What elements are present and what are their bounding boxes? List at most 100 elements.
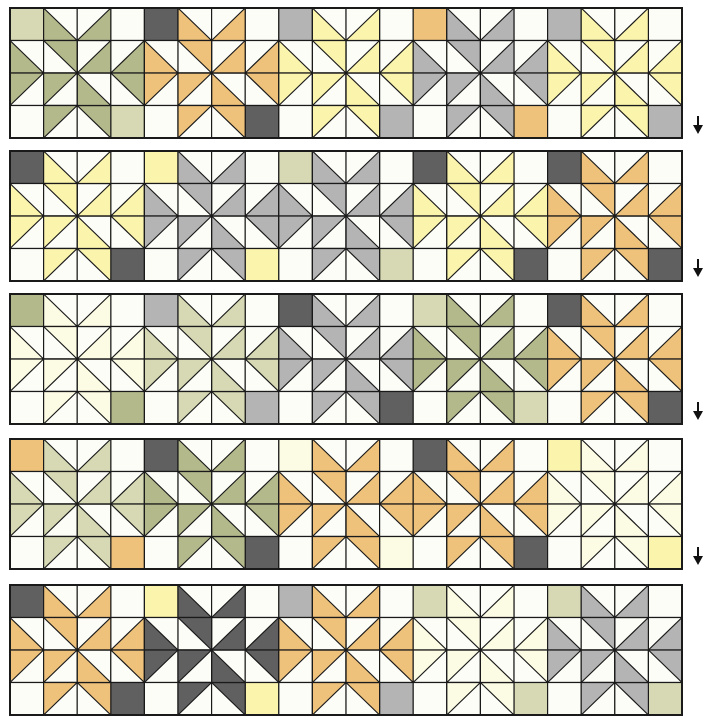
corner-square — [648, 106, 682, 139]
corner-square — [648, 392, 682, 425]
corner-square — [413, 585, 447, 618]
down-arrow-icon — [693, 547, 703, 565]
background-square — [111, 8, 145, 41]
background-square — [245, 8, 279, 41]
star-block — [548, 8, 682, 138]
background-square — [279, 392, 313, 425]
corner-square — [245, 683, 279, 716]
corner-square — [648, 249, 682, 282]
background-square — [144, 249, 178, 282]
corner-square — [548, 151, 582, 184]
background-square — [245, 151, 279, 184]
corner-square — [548, 585, 582, 618]
star-block — [548, 294, 682, 424]
corner-square — [648, 537, 682, 570]
corner-square — [380, 106, 414, 139]
star-block — [413, 8, 547, 138]
star-block — [279, 585, 413, 715]
corner-square — [548, 294, 582, 327]
background-square — [514, 8, 548, 41]
background-square — [10, 683, 44, 716]
star-block — [548, 585, 682, 715]
corner-square — [413, 439, 447, 472]
corner-square — [144, 585, 178, 618]
star-block — [279, 294, 413, 424]
corner-square — [380, 683, 414, 716]
star-block — [279, 151, 413, 281]
star-block — [144, 585, 278, 715]
corner-square — [548, 439, 582, 472]
down-arrow-icon — [693, 402, 703, 420]
corner-square — [10, 8, 44, 41]
corner-square — [111, 106, 145, 139]
background-square — [144, 683, 178, 716]
background-square — [413, 683, 447, 716]
background-square — [413, 249, 447, 282]
down-arrow-icon — [693, 259, 703, 277]
star-block — [548, 151, 682, 281]
star-block — [279, 439, 413, 569]
star-block — [144, 439, 278, 569]
quilt-strip-4 — [10, 439, 703, 569]
corner-square — [548, 8, 582, 41]
quilt-strip-3 — [10, 294, 703, 424]
background-square — [245, 294, 279, 327]
corner-square — [648, 683, 682, 716]
star-block — [548, 439, 682, 569]
background-square — [380, 585, 414, 618]
corner-square — [380, 392, 414, 425]
background-square — [144, 106, 178, 139]
corner-square — [514, 537, 548, 570]
background-square — [514, 585, 548, 618]
background-square — [514, 439, 548, 472]
background-square — [548, 537, 582, 570]
corner-square — [10, 439, 44, 472]
corner-square — [413, 294, 447, 327]
background-square — [648, 439, 682, 472]
corner-square — [111, 392, 145, 425]
background-square — [245, 585, 279, 618]
quilt-strip-1 — [10, 8, 703, 138]
background-square — [144, 537, 178, 570]
star-block — [413, 439, 547, 569]
corner-square — [111, 249, 145, 282]
background-square — [548, 106, 582, 139]
corner-square — [514, 392, 548, 425]
background-square — [279, 249, 313, 282]
corner-square — [111, 537, 145, 570]
corner-square — [279, 439, 313, 472]
corner-square — [514, 106, 548, 139]
star-block — [10, 151, 144, 281]
background-square — [648, 151, 682, 184]
corner-square — [111, 683, 145, 716]
background-square — [514, 294, 548, 327]
corner-square — [144, 151, 178, 184]
star-block — [413, 585, 547, 715]
corner-square — [144, 294, 178, 327]
corner-square — [413, 151, 447, 184]
background-square — [380, 151, 414, 184]
corner-square — [10, 294, 44, 327]
corner-square — [144, 8, 178, 41]
corner-square — [380, 537, 414, 570]
corner-square — [245, 249, 279, 282]
down-arrow-icon — [693, 116, 703, 134]
star-block — [10, 585, 144, 715]
background-square — [413, 392, 447, 425]
star-block — [10, 294, 144, 424]
background-square — [548, 392, 582, 425]
background-square — [413, 106, 447, 139]
background-square — [10, 392, 44, 425]
background-square — [380, 439, 414, 472]
corner-square — [245, 537, 279, 570]
corner-square — [10, 585, 44, 618]
corner-square — [279, 585, 313, 618]
corner-square — [514, 683, 548, 716]
background-square — [380, 294, 414, 327]
background-square — [380, 8, 414, 41]
star-block — [279, 8, 413, 138]
background-square — [111, 151, 145, 184]
background-square — [648, 585, 682, 618]
corner-square — [279, 294, 313, 327]
